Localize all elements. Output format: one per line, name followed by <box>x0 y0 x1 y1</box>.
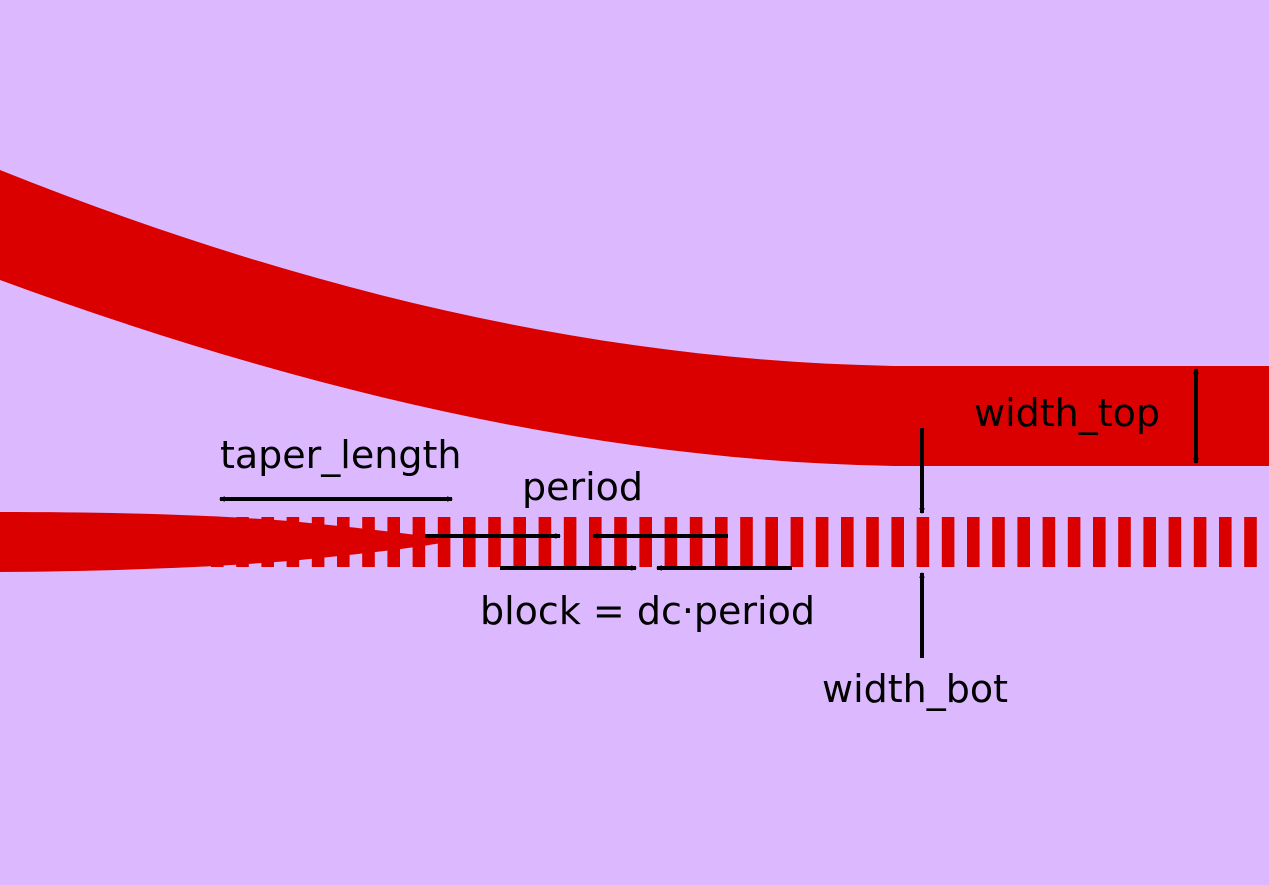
grating-block <box>337 517 350 567</box>
grating-block <box>311 517 325 567</box>
grating-block <box>1244 517 1257 567</box>
grating-block <box>1168 517 1182 567</box>
grating-block <box>437 517 451 567</box>
block-label: block = dc·period <box>480 589 815 633</box>
grating-block <box>589 517 602 567</box>
grating-block <box>362 517 375 567</box>
grating-block <box>664 517 678 567</box>
width-bot-label: width_bot <box>822 667 1008 711</box>
grating-block <box>1219 517 1232 567</box>
grating-block <box>563 517 577 567</box>
grating-block <box>261 517 274 567</box>
grating-block <box>815 517 829 567</box>
grating-block <box>1143 517 1156 567</box>
grating-block <box>211 517 224 567</box>
taper-length-label: taper_length <box>220 433 461 477</box>
grating-block <box>1193 517 1207 567</box>
grating-block <box>790 517 804 567</box>
grating-block <box>286 517 300 567</box>
top-waveguide <box>0 170 1269 466</box>
grating-block <box>488 517 501 567</box>
grating-block <box>1042 517 1056 567</box>
grating-block <box>639 517 652 567</box>
grating-blocks <box>211 517 1257 567</box>
grating-block <box>891 517 904 567</box>
grating-block <box>1067 517 1081 567</box>
grating-block <box>463 517 476 567</box>
grating-block <box>1093 517 1106 567</box>
grating-block <box>841 517 854 567</box>
grating-block <box>387 517 400 567</box>
grating-block <box>614 517 627 567</box>
grating-block <box>916 517 930 567</box>
grating-block <box>1017 517 1030 567</box>
grating-block <box>1118 517 1131 567</box>
grating-block <box>740 517 753 567</box>
grating-block <box>412 517 426 567</box>
grating-block <box>967 517 980 567</box>
grating-block <box>236 517 249 567</box>
grating-block <box>866 517 879 567</box>
grating-block <box>765 517 778 567</box>
grating-block <box>689 517 703 567</box>
width-top-label: width_top <box>974 391 1160 435</box>
grating-block <box>941 517 955 567</box>
grating-block <box>513 517 526 567</box>
grating-block <box>538 517 552 567</box>
grating-block <box>992 517 1005 567</box>
period-label: period <box>522 465 643 509</box>
grating-block <box>715 517 728 567</box>
